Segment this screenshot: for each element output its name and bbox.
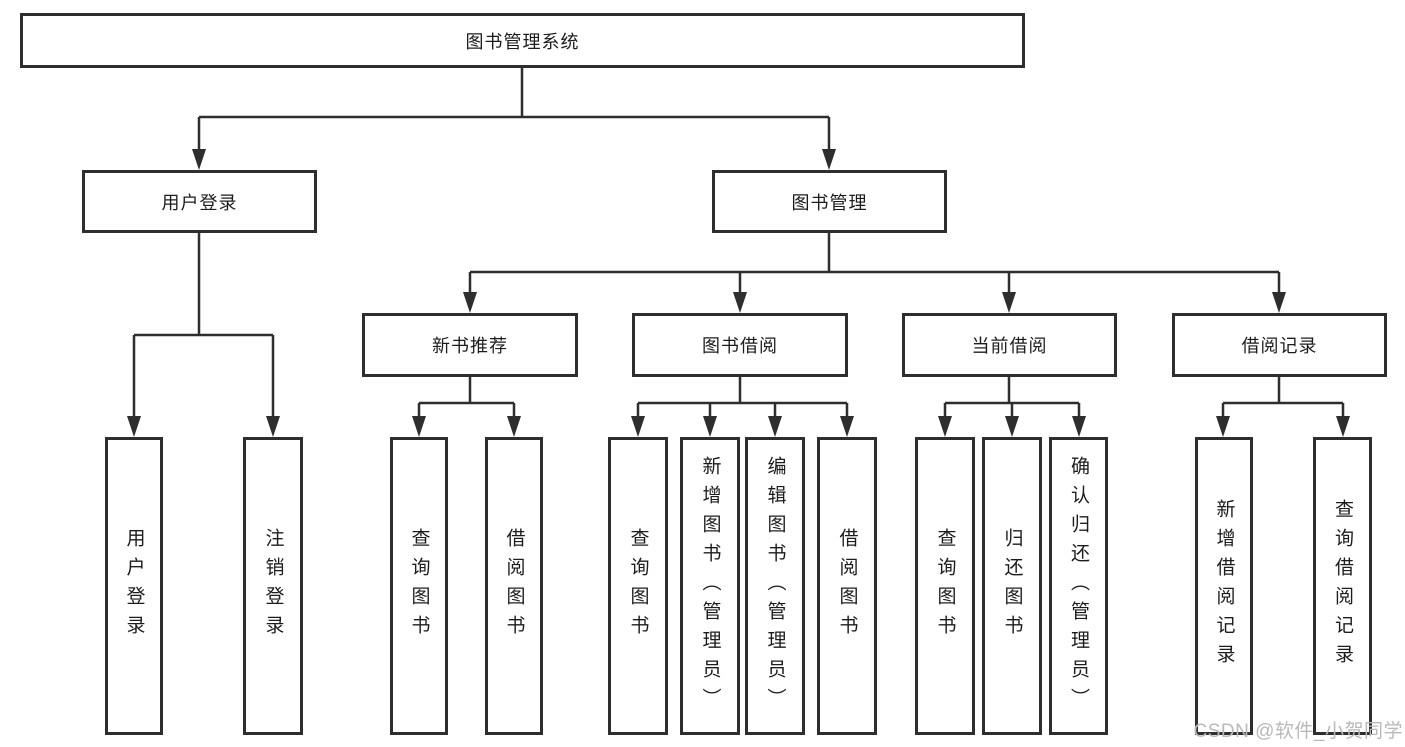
node-root: 图书管理系统 <box>20 13 1025 68</box>
node-borrow-records-label: 借阅记录 <box>1241 336 1318 356</box>
leaf-add-books-admin: 新增图书（管理员） <box>680 437 740 735</box>
leaf-edit-books-admin-label: 编辑图书（管理员） <box>764 455 786 717</box>
leaf-add-borrow-record: 新增借阅记录 <box>1195 437 1253 735</box>
leaf-query-books-current: 查询图书 <box>915 437 975 735</box>
leaf-query-books-borrow-label: 查询图书 <box>627 528 649 644</box>
node-book-borrow-label: 图书借阅 <box>702 336 778 356</box>
leaf-return-books-label: 归还图书 <box>1001 528 1023 644</box>
leaf-query-borrow-record: 查询借阅记录 <box>1313 437 1372 735</box>
node-book-management-label: 图书管理 <box>791 192 868 213</box>
leaf-query-books-recommend: 查询图书 <box>390 437 448 735</box>
node-current-borrow-label: 当前借阅 <box>971 336 1048 356</box>
node-new-book-recommend-label: 新书推荐 <box>432 336 508 356</box>
leaf-logout-label: 注销登录 <box>262 528 284 644</box>
leaf-borrow-books: 借阅图书 <box>817 437 877 735</box>
leaf-confirm-return-admin: 确认归还（管理员） <box>1049 437 1108 735</box>
node-new-book-recommend: 新书推荐 <box>362 313 578 377</box>
node-book-borrow: 图书借阅 <box>632 313 848 377</box>
leaf-query-books-current-label: 查询图书 <box>934 528 956 644</box>
leaf-borrow-books-recommend-label: 借阅图书 <box>503 528 525 644</box>
leaf-query-books-recommend-label: 查询图书 <box>408 528 430 644</box>
arrowheads <box>127 149 1350 437</box>
connector-path <box>132 68 1345 419</box>
leaf-add-borrow-record-label: 新增借阅记录 <box>1213 499 1235 673</box>
leaf-borrow-books-recommend: 借阅图书 <box>485 437 543 735</box>
node-borrow-records: 借阅记录 <box>1172 313 1387 377</box>
node-user-login-label: 用户登录 <box>161 192 238 213</box>
leaf-query-borrow-record-label: 查询借阅记录 <box>1332 499 1353 673</box>
csdn-watermark: CSDN @软件_小贺同学 <box>1193 721 1403 742</box>
node-book-management: 图书管理 <box>712 170 947 233</box>
leaf-logout: 注销登录 <box>243 437 303 735</box>
leaf-user-login-label: 用户登录 <box>123 528 145 644</box>
node-current-borrow: 当前借阅 <box>902 313 1117 377</box>
leaf-confirm-return-admin-label: 确认归还（管理员） <box>1068 455 1089 717</box>
node-root-label: 图书管理系统 <box>465 31 580 52</box>
node-user-login: 用户登录 <box>82 170 317 233</box>
leaf-query-books-borrow: 查询图书 <box>608 437 668 735</box>
leaf-return-books: 归还图书 <box>982 437 1042 735</box>
leaf-user-login: 用户登录 <box>105 437 163 735</box>
leaf-edit-books-admin: 编辑图书（管理员） <box>745 437 805 735</box>
leaf-add-books-admin-label: 新增图书（管理员） <box>699 455 721 717</box>
leaf-borrow-books-label: 借阅图书 <box>836 528 858 644</box>
